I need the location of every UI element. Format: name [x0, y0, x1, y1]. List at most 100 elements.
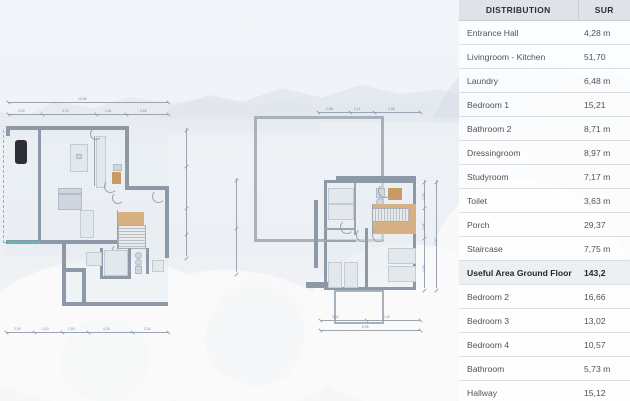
staircase-wall [117, 210, 118, 250]
room-name-cell: Entrance Hall [459, 20, 578, 45]
dim-tick [124, 112, 129, 117]
kitchen-wood-unit [112, 172, 121, 184]
dim-seg-text: 2,61 [105, 109, 112, 113]
wall-top-left-stub [6, 126, 10, 136]
dim-left-line [236, 178, 237, 272]
door-arc [340, 220, 354, 234]
wall-partition-lower-left [324, 240, 356, 242]
dim-tick [372, 110, 377, 115]
surface-value-cell: 10,57 [578, 332, 630, 357]
bed-bedroom-2 [328, 188, 354, 204]
dim-tick [166, 330, 171, 335]
wall-top [324, 180, 416, 183]
dim-right-overall-line [436, 180, 437, 288]
dim-tick [40, 112, 45, 117]
dim-segments-top-line [8, 114, 168, 115]
wall-bedroom-bottom [100, 276, 131, 279]
door-arc [112, 192, 124, 204]
dim-bottom-text: 2,00 [14, 327, 21, 331]
dining-table [15, 140, 27, 164]
surface-value-cell: 8,71 m [578, 116, 630, 141]
room-name-cell: Studyroom [459, 164, 578, 189]
dim-right-inner-line [424, 180, 425, 288]
dim-tick [318, 318, 323, 323]
dim-top-line [318, 112, 420, 113]
dim-tick [32, 330, 37, 335]
dim-seg-text: 3,00 [18, 109, 25, 113]
wall-vertical-center [125, 126, 129, 188]
surface-value-cell: 51,70 [578, 44, 630, 69]
wall-left-exterior-fin [314, 200, 318, 268]
wall-left [324, 180, 327, 290]
surface-value-cell: 7,75 m [578, 236, 630, 261]
dim-tick [166, 112, 171, 117]
wall-right-upper [125, 186, 169, 190]
dim-tick [6, 112, 11, 117]
coffee-table [58, 188, 82, 194]
balcony-slab-left [306, 282, 336, 288]
surface-value-cell: 5,73 m [578, 356, 630, 381]
dim-bottom-text: 4,43 [383, 315, 390, 319]
kitchen-wall [94, 136, 95, 186]
dim-right-text: 2,00 [422, 193, 426, 200]
dim-tick [318, 328, 323, 333]
dim-bottom-text: 1,50 [68, 327, 75, 331]
room-name-cell: Bathroom 2 [459, 116, 578, 141]
dim-tick [434, 288, 439, 293]
surface-value-cell: 8,97 m [578, 140, 630, 165]
room-name-cell: Porch [459, 212, 578, 237]
kitchen-counter [96, 136, 106, 188]
dim-tick [60, 330, 65, 335]
bed-bedroom-2b [328, 204, 354, 220]
shower-fixture [135, 266, 142, 274]
dim-tick [234, 272, 239, 277]
door-arc [104, 180, 117, 193]
terrace-boundary-dashed [3, 130, 40, 243]
bedroom-bed [104, 250, 128, 276]
room-name-cell: Useful Area Ground Floor [459, 260, 578, 285]
door-arc [152, 190, 165, 203]
dim-tick [316, 110, 321, 115]
room-name-cell: Toilet [459, 188, 578, 213]
room-name-cell: Bedroom 2 [459, 284, 578, 309]
room-name-cell: Hallway [459, 380, 578, 401]
column-header-distribution: DISTRIBUTION [459, 0, 578, 21]
surface-value-cell: 15,21 [578, 92, 630, 117]
door-arc [372, 228, 386, 242]
wall-top [6, 126, 128, 130]
dim-bottom-text: 2,10 [42, 327, 49, 331]
surface-value-cell: 4,28 m [578, 20, 630, 45]
wall-bath [146, 248, 149, 274]
room-name-cell: Bedroom 1 [459, 92, 578, 117]
surface-value-cell: 29,37 [578, 212, 630, 237]
surface-value-cell: 6,48 m [578, 68, 630, 93]
dim-top-text: 2,11 [354, 107, 361, 111]
dim-bottom-overall-line [320, 330, 420, 331]
wall-partition-vertical-left [354, 183, 356, 235]
wall-left-interior [38, 126, 41, 244]
wall-bottom [62, 302, 168, 306]
dim-right-line [186, 128, 187, 256]
wall-porch-left [82, 270, 86, 304]
table-header-row: DISTRIBUTION SUR [459, 0, 630, 21]
room-name-cell: Laundry [459, 68, 578, 93]
dim-tick [418, 328, 423, 333]
staircase-wall [372, 204, 373, 234]
wall-bedroom-right [128, 248, 131, 278]
wall-vertical-lower [62, 240, 66, 306]
dim-top-text: 2,88 [326, 107, 333, 111]
lower-terrace-outline [334, 290, 384, 324]
dim-seg-text: 4,70 [62, 109, 69, 113]
ground-floor-plan: 13,96 3,00 4,70 2,61 3,65 [0, 92, 200, 352]
